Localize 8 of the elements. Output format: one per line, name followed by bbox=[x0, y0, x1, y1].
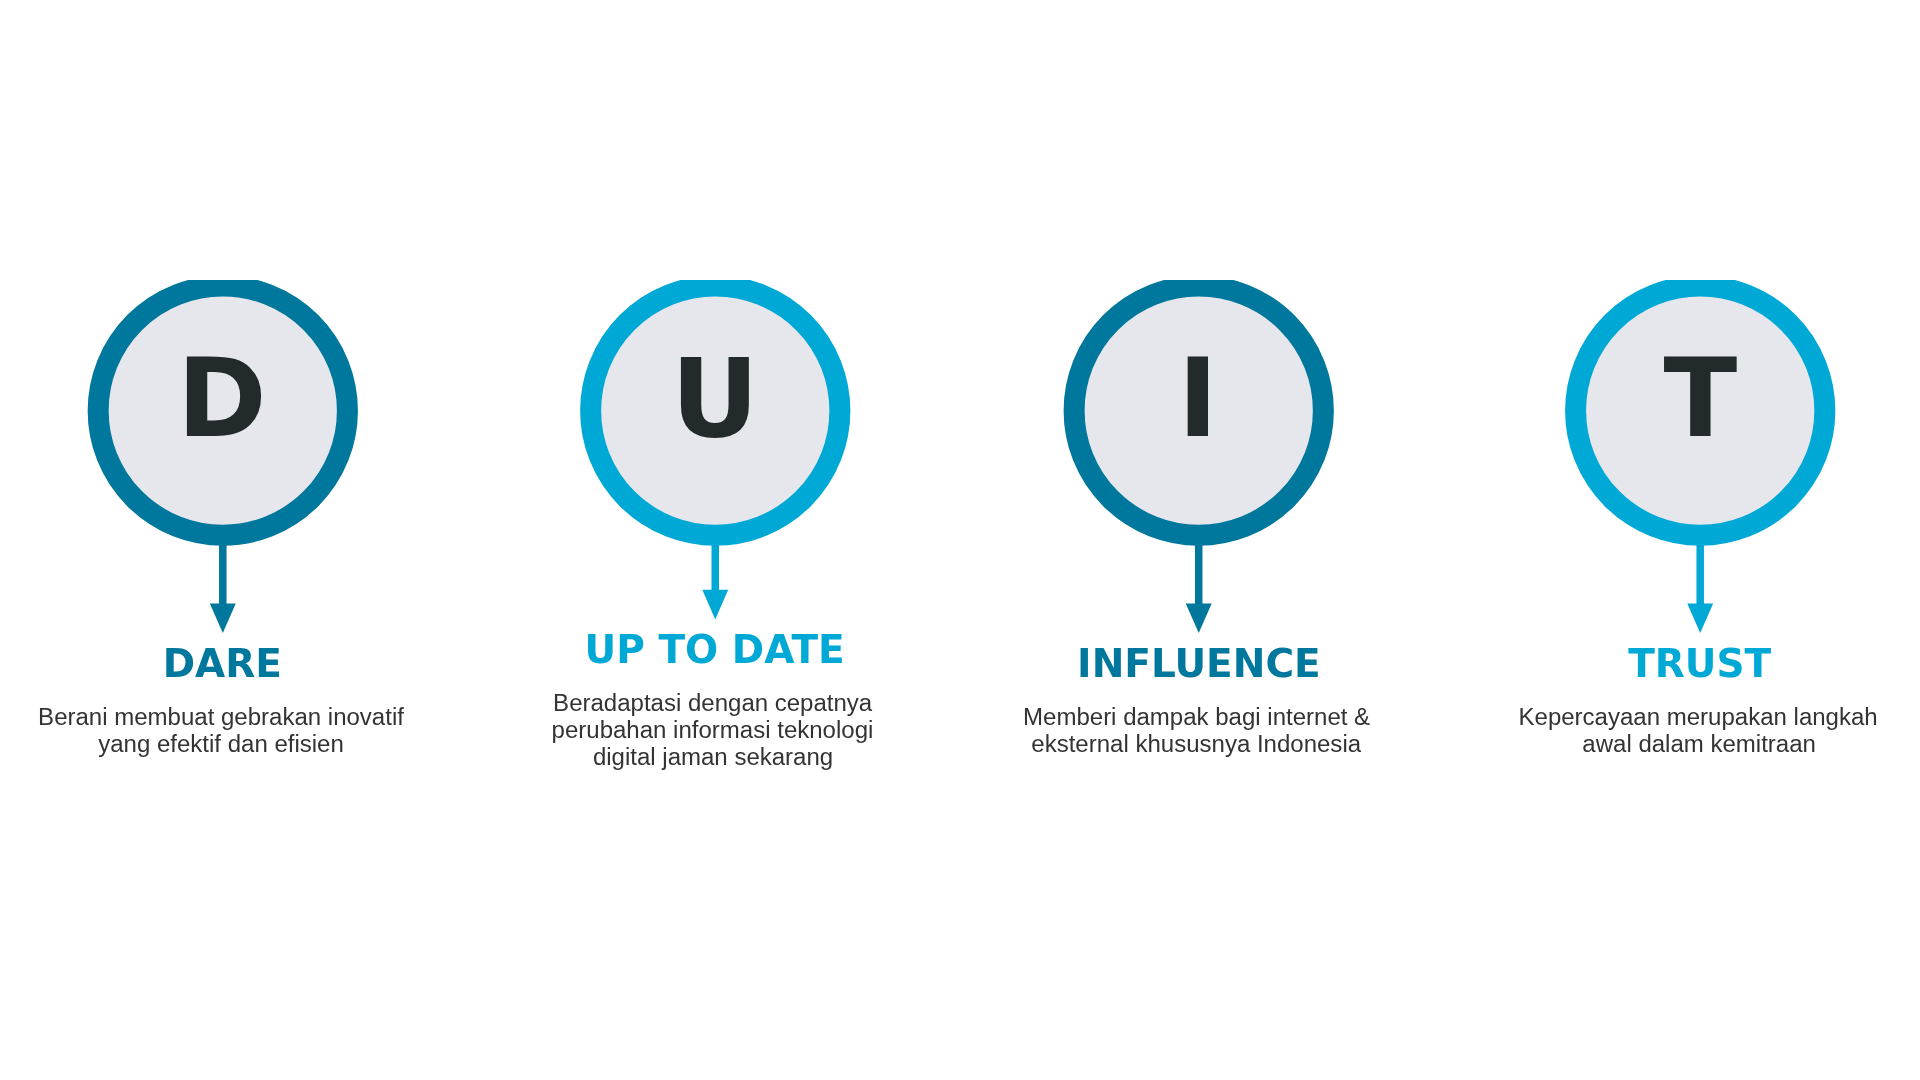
node-circle: U bbox=[580, 279, 851, 546]
node-circle: D bbox=[87, 279, 358, 546]
node-text: UP TO DATE Beradaptasi dengan cepatnya perubahan informasi teknologi digital jaman sekarang bbox=[551, 626, 874, 770]
node-text: INFLUENCE Memberi dampak bagi internet & eksternal khususnya Indonesia bbox=[1023, 640, 1371, 757]
node-text: DARE Berani membuat gebrakan inovatif yang efektif dan efisien bbox=[38, 640, 404, 757]
node-circle: I bbox=[1063, 279, 1334, 546]
node-text: TRUST Kepercayaan merupakan langkah awal dalam kemitraan bbox=[1518, 640, 1878, 757]
node-circle: T bbox=[1565, 279, 1836, 546]
